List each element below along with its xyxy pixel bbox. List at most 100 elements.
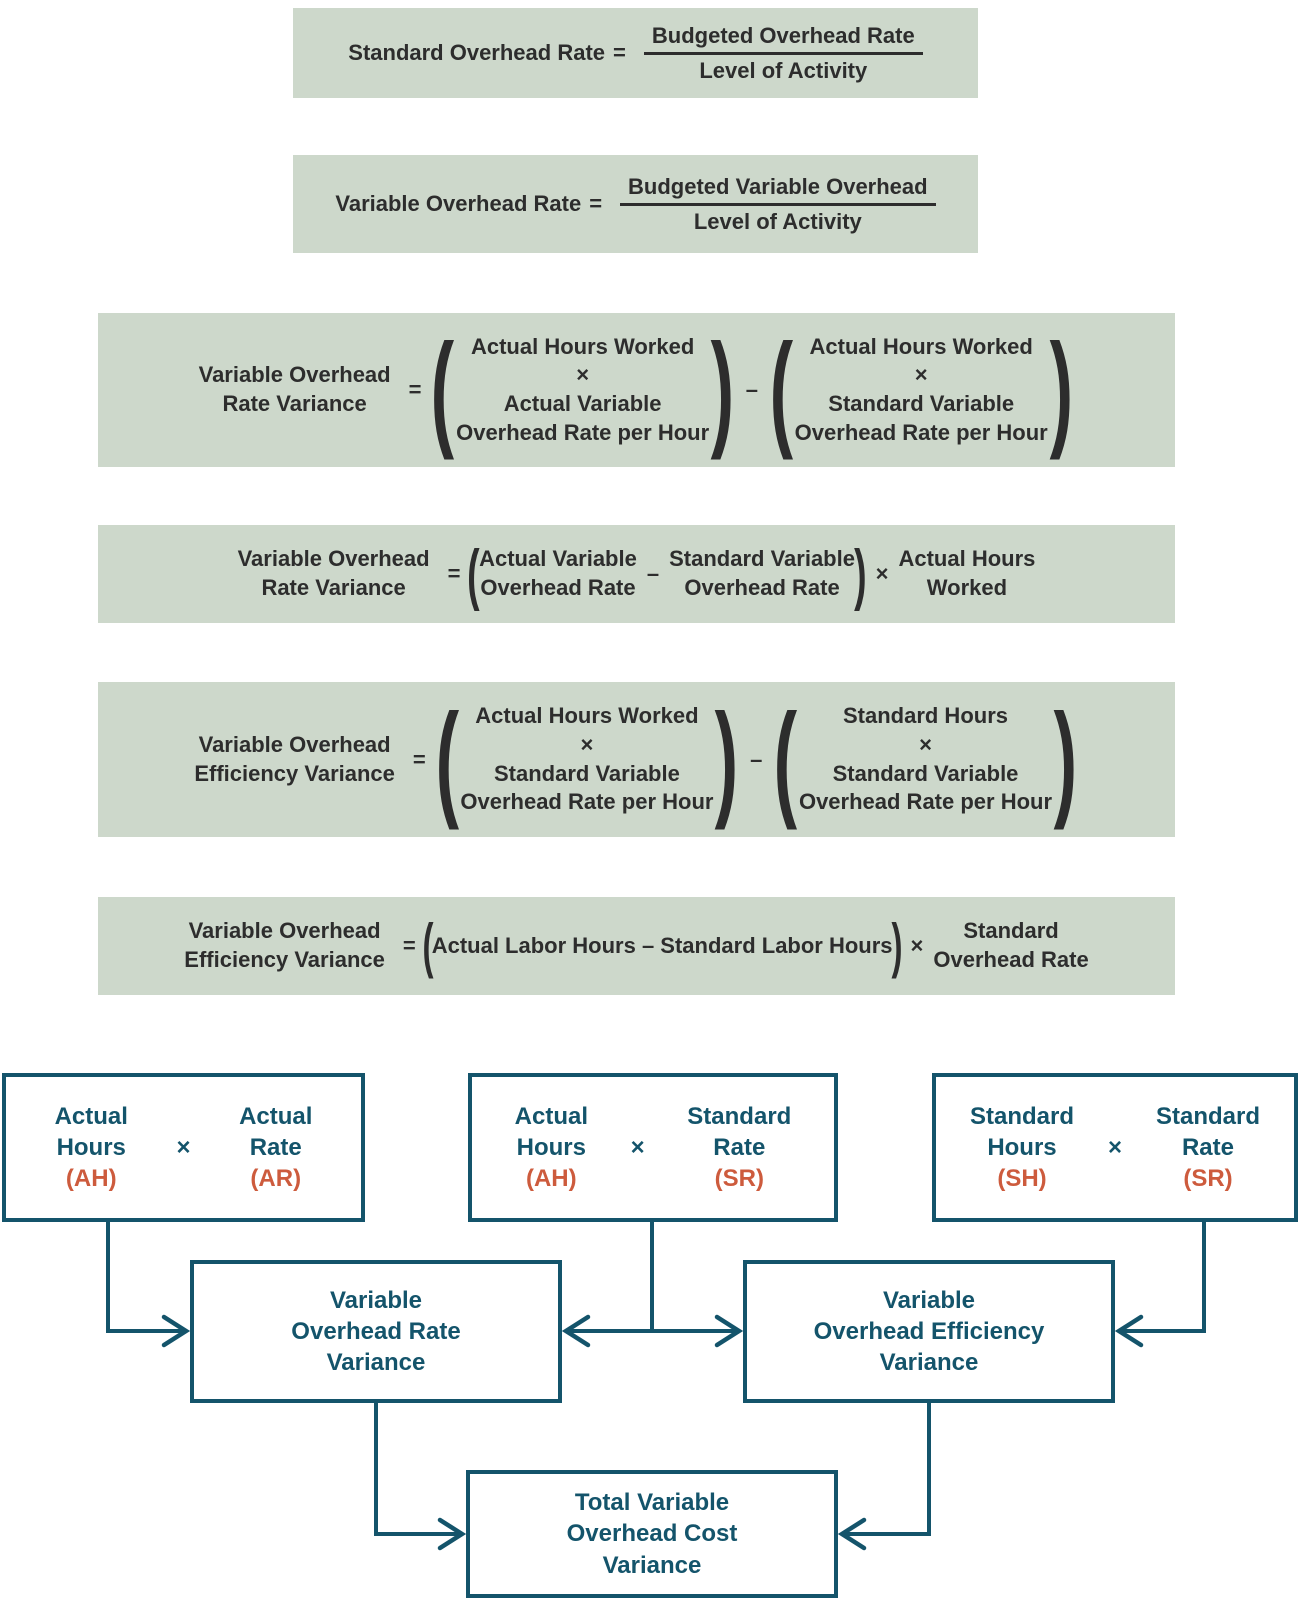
left-paren: ( [467, 536, 481, 612]
formula-band-standard-overhead-rate: Standard Overhead Rate = Budgeted Overhe… [293, 8, 978, 98]
formula-band-rate-variance-simplified: Variable Overhead Rate Variance = ( Actu… [98, 525, 1175, 623]
right-paren: ) [715, 687, 739, 831]
arrowhead-into-efficiency-variance-right [1114, 1314, 1144, 1348]
term-line: Actual Variable [479, 546, 637, 572]
factor-abbreviation: (AH) [525, 1165, 577, 1193]
term-line: Standard Variable [669, 546, 855, 572]
term-line: Overhead Rate [684, 575, 840, 600]
left-paren: ( [431, 318, 455, 461]
minus-sign: – [750, 746, 763, 772]
formula-band-efficiency-variance-simplified: Variable Overhead Efficiency Variance = … [98, 897, 1175, 995]
minus-sign: – [745, 377, 759, 402]
arrowhead-into-rate-variance-left [161, 1314, 191, 1348]
term-line: Actual Hours [898, 546, 1036, 572]
formula-band-efficiency-variance-expanded: Variable Overhead Efficiency Variance = … [98, 682, 1175, 837]
formula-label-line: Variable Overhead [188, 918, 381, 944]
factor-line: Standard [687, 1102, 792, 1130]
box-label-line: Variance [879, 1349, 979, 1377]
equals-sign: = [613, 40, 626, 65]
fraction-denominator: Level of Activity [699, 57, 868, 83]
box-label-line: Variance [602, 1551, 702, 1579]
fraction: Budgeted Variable Overhead Level of Acti… [620, 174, 936, 235]
arrowhead-into-total-right [837, 1517, 867, 1551]
factor-line: Rate [249, 1133, 302, 1161]
left-paren: ( [422, 912, 434, 979]
formula-label: Variable Overhead Efficiency Variance [184, 917, 385, 974]
fraction-denominator: Level of Activity [693, 208, 862, 234]
box-label-line: Variance [326, 1349, 426, 1377]
connector-ah-ar-to-rate-variance [106, 1222, 182, 1333]
equals-sign: = [447, 561, 461, 586]
factor: Standard Hours (SH) [970, 1101, 1074, 1195]
term-line: Standard Hours [842, 703, 1008, 729]
factor: Actual Hours (AH) [55, 1101, 128, 1195]
formula-label-line: Variable Overhead [198, 362, 391, 388]
formula-label-line: Efficiency Variance [194, 760, 395, 786]
factor-line: Rate [1181, 1133, 1234, 1161]
term-line: Actual Hours Worked [475, 703, 699, 729]
equals-sign: = [402, 933, 416, 958]
flowchart-connectors [106, 1222, 1206, 1551]
factor-line: Actual [54, 1102, 128, 1130]
formula-term-group: Actual Hours Worked × Actual Variable Ov… [456, 333, 709, 447]
box-label-line: Total Variable [574, 1489, 730, 1517]
term-line: Standard Variable [828, 391, 1015, 416]
formula-label: Standard Overhead Rate [348, 40, 606, 65]
factor: Standard Rate (SR) [687, 1101, 791, 1195]
factor-abbreviation: (AR) [250, 1165, 302, 1193]
box-actual-hours-standard-rate: Actual Hours (AH) × Standard Rate (SR) [468, 1073, 838, 1222]
formula-term-group: Standard Variable Overhead Rate [669, 545, 855, 602]
formula-term-group: Standard Hours × Standard Variable Overh… [799, 702, 1052, 816]
term-line: Overhead Rate per Hour [456, 419, 710, 445]
factor-line: Actual [514, 1102, 588, 1130]
times-sign: × [910, 933, 924, 958]
factor: Actual Rate (AR) [239, 1101, 312, 1195]
times-sign: × [875, 561, 889, 586]
term-line: Worked [926, 575, 1008, 600]
box-label-line: Variable [882, 1286, 976, 1314]
times-sign: × [176, 1133, 191, 1161]
factor-line: Standard [1155, 1102, 1260, 1130]
right-paren: ) [891, 912, 903, 979]
formula-label: Variable Overhead Rate Variance [238, 545, 430, 602]
formula-term-group: Actual Hours Worked × Standard Variable … [460, 702, 713, 816]
term-line: Actual Hours Worked [470, 333, 695, 359]
times-sign: × [630, 1133, 645, 1161]
box-label: Variable Overhead Efficiency Variance [814, 1285, 1045, 1379]
left-paren: ( [769, 318, 794, 461]
box-label-line: Overhead Efficiency [813, 1317, 1045, 1345]
connector-sh-sr-to-efficiency-variance [1123, 1222, 1206, 1333]
formula-term-group: Actual Hours Worked × Standard Variable … [795, 333, 1048, 447]
formula-label: Variable Overhead Efficiency Variance [194, 731, 395, 788]
box-variable-overhead-efficiency-variance: Variable Overhead Efficiency Variance [743, 1260, 1115, 1403]
left-paren: ( [435, 687, 459, 831]
box-standard-hours-standard-rate: Standard Hours (SH) × Standard Rate (SR) [932, 1073, 1298, 1222]
formula-label-line: Rate Variance [222, 391, 367, 416]
arrowhead-into-total-left [437, 1517, 467, 1551]
times-sign: × [1107, 1133, 1122, 1161]
formula-term-group: Actual Hours Worked [898, 545, 1035, 602]
left-paren: ( [773, 687, 798, 831]
minus-sign: – [646, 561, 660, 586]
box-label-line: Variable [329, 1286, 423, 1314]
term-line: Overhead Rate per Hour [460, 789, 714, 815]
times-sign: × [580, 731, 594, 757]
connector-rate-variance-to-total [374, 1403, 458, 1536]
variance-flowchart: Actual Hours (AH) × Actual Rate (AR) Act… [0, 1050, 1300, 1600]
formula-label: Variable Overhead Rate Variance [199, 361, 391, 418]
formula-label-line: Variable Overhead [237, 546, 430, 572]
term-line: Overhead Rate [933, 947, 1089, 972]
formula-band-variable-overhead-rate: Variable Overhead Rate = Budgeted Variab… [293, 155, 978, 253]
times-sign: × [576, 362, 590, 388]
box-variable-overhead-rate-variance: Variable Overhead Rate Variance [190, 1260, 562, 1403]
term-line: Overhead Rate per Hour [794, 419, 1048, 445]
factor-line: Hours [987, 1133, 1057, 1161]
equals-sign: = [589, 191, 603, 216]
box-label: Variable Overhead Rate Variance [291, 1285, 460, 1379]
equals-sign: = [412, 746, 426, 772]
formula-term-group: Actual Variable Overhead Rate [479, 545, 637, 602]
term-line: Standard Variable [832, 760, 1019, 786]
times-sign: × [914, 362, 928, 388]
term-line: Standard Variable [493, 760, 680, 786]
